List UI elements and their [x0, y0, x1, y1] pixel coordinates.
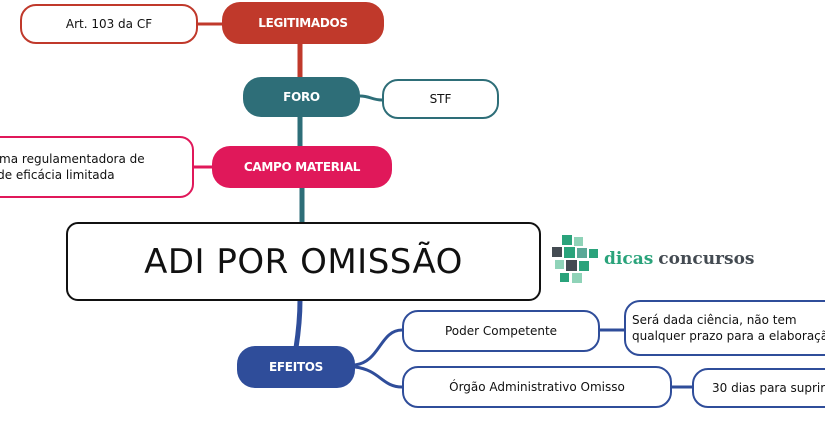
orgao-omisso-detail-text: 30 dias para suprir	[712, 381, 825, 395]
legitimados-detail: Art. 103 da CF	[20, 4, 198, 44]
campo-material-node: CAMPO MATERIAL	[212, 146, 392, 188]
foro-label: FORO	[283, 90, 320, 104]
link-foro-detail	[359, 94, 383, 102]
orgao-omisso-node: Órgão Administrativo Omisso	[402, 366, 672, 408]
main-topic: ADI POR OMISSÃO	[66, 222, 541, 301]
poder-competente-label: Poder Competente	[444, 324, 558, 338]
link-efeitos-poder	[354, 328, 403, 367]
efeitos-label: EFEITOS	[269, 360, 323, 374]
poder-competente-detail-line-2: qualquer prazo para a elaboração	[632, 329, 825, 343]
orgao-omisso-label: Órgão Administrativo Omisso	[449, 380, 625, 394]
campo-material-detail-line-2: CF de eficácia limitada	[0, 168, 115, 182]
legitimados-node: LEGITIMADOS	[222, 2, 384, 44]
trunk-efeitos	[293, 299, 303, 349]
foro-detail-text: STF	[429, 92, 452, 106]
legitimados-detail-text: Art. 103 da CF	[65, 17, 153, 31]
poder-competente-detail-line-1: Será dada ciência, não tem	[632, 313, 797, 327]
campo-material-detail-line-1: Norma regulamentadora de	[0, 152, 145, 166]
efeitos-node: EFEITOS	[237, 346, 355, 388]
main-topic-text: ADI POR OMISSÃO	[144, 241, 463, 282]
orgao-omisso-detail: 30 dias para suprir	[692, 368, 825, 408]
campo-material-detail: Norma regulamentadora de CF de eficácia …	[0, 136, 194, 198]
link-efeitos-orgao	[354, 365, 403, 389]
foro-detail: STF	[382, 79, 499, 119]
cube-cluster-icon	[552, 235, 598, 283]
legitimados-label: LEGITIMADOS	[258, 16, 348, 30]
dicas-concursos-logo: dicas concursos	[550, 233, 755, 285]
logo-word-concursos: concursos	[658, 249, 755, 269]
poder-competente-detail: Será dada ciência, não tem qualquer praz…	[624, 300, 825, 356]
logo-word-dicas: dicas	[604, 249, 654, 269]
foro-node: FORO	[243, 77, 360, 117]
poder-competente-node: Poder Competente	[402, 310, 600, 352]
campo-material-label: CAMPO MATERIAL	[243, 160, 361, 174]
